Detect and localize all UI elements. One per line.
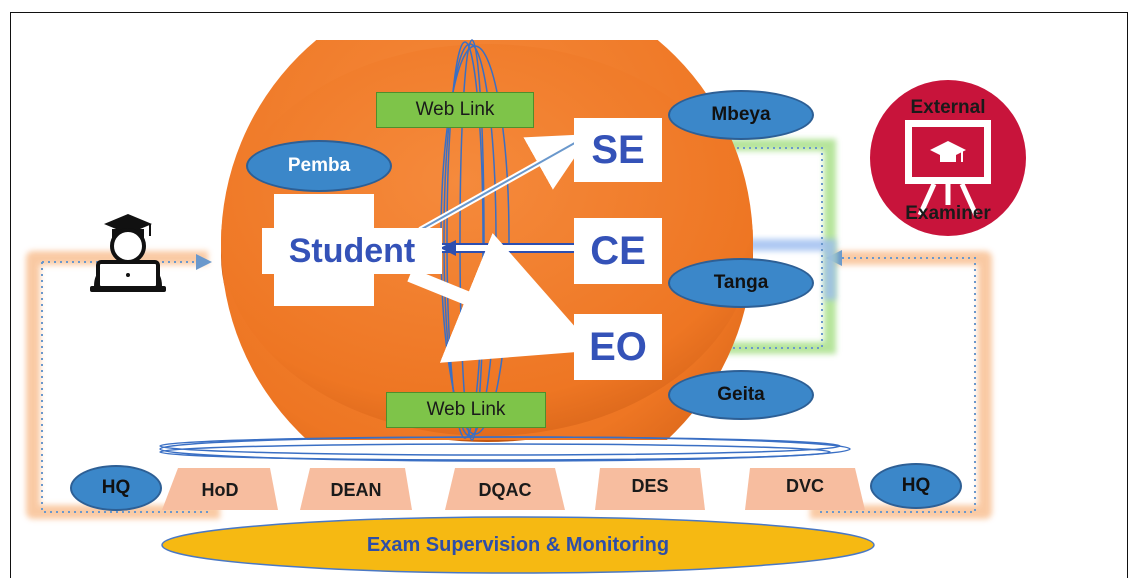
hq-right: HQ <box>870 463 962 509</box>
campus-tanga: Tanga <box>668 258 814 308</box>
external-examiner-line1: External <box>910 97 986 118</box>
campus-geita: Geita <box>668 370 814 420</box>
unit-des: DES <box>631 475 669 496</box>
unit-hod: HoD <box>201 479 239 500</box>
campus-mbeya: Mbeya <box>668 90 814 140</box>
student-with-laptop-icon <box>90 214 166 292</box>
external-examiner-line2: Examiner <box>905 203 991 224</box>
hq-left: HQ <box>70 465 162 511</box>
se-node: SE <box>574 118 662 182</box>
unit-dean: DEAN <box>330 479 382 500</box>
figure-border <box>10 12 1128 578</box>
unit-dqac: DQAC <box>478 479 532 500</box>
web-link-bottom: Web Link <box>386 392 546 428</box>
unit-dvc: DVC <box>785 475 824 496</box>
web-link-top: Web Link <box>376 92 534 128</box>
student-label: Student <box>262 228 442 274</box>
exam-bar-shape <box>161 516 875 574</box>
ce-node: CE <box>574 218 662 284</box>
external-examiner-badge <box>870 80 1026 236</box>
horizontal-web-loops <box>159 436 851 462</box>
eo-node: EO <box>574 314 662 380</box>
flow-arrows <box>407 134 596 363</box>
unit-trapezoids <box>162 468 865 510</box>
exam-supervision-label: Exam Supervision & Monitoring <box>366 533 670 556</box>
campus-pemba: Pemba <box>246 140 392 192</box>
